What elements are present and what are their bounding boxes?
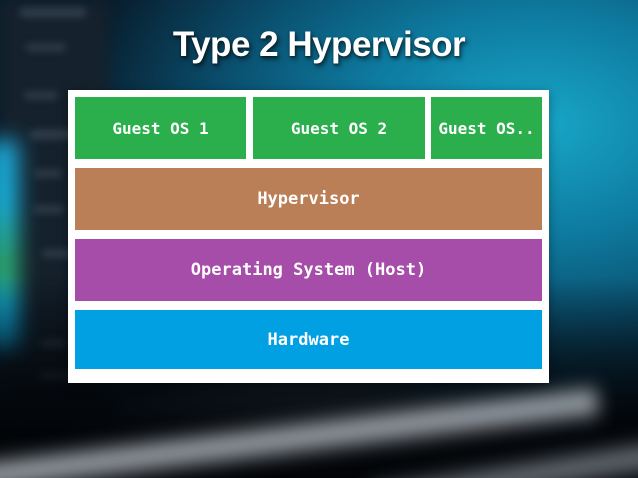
layer-guest-os-more: Guest OS.. — [431, 97, 542, 159]
background-row-blur — [20, 8, 86, 17]
layer-guest-os-1: Guest OS 1 — [75, 97, 246, 159]
layer-operating-system-host: Operating System (Host) — [75, 239, 542, 301]
background-row-blur — [24, 92, 58, 99]
layer-guest-os-2: Guest OS 2 — [253, 97, 425, 159]
hypervisor-diagram-panel: Guest OS 1 Guest OS 2 Guest OS.. Hypervi… — [68, 90, 549, 383]
layer-hardware: Hardware — [75, 310, 542, 369]
page-title: Type 2 Hypervisor — [172, 25, 466, 64]
background-row-blur — [34, 170, 62, 177]
background-row-blur — [26, 44, 66, 51]
background-row-blur — [34, 206, 64, 213]
layer-hypervisor: Hypervisor — [75, 168, 542, 230]
background-row-blur — [30, 130, 86, 139]
background-row-blur — [42, 250, 76, 257]
guest-os-row: Guest OS 1 Guest OS 2 Guest OS.. — [75, 97, 542, 159]
